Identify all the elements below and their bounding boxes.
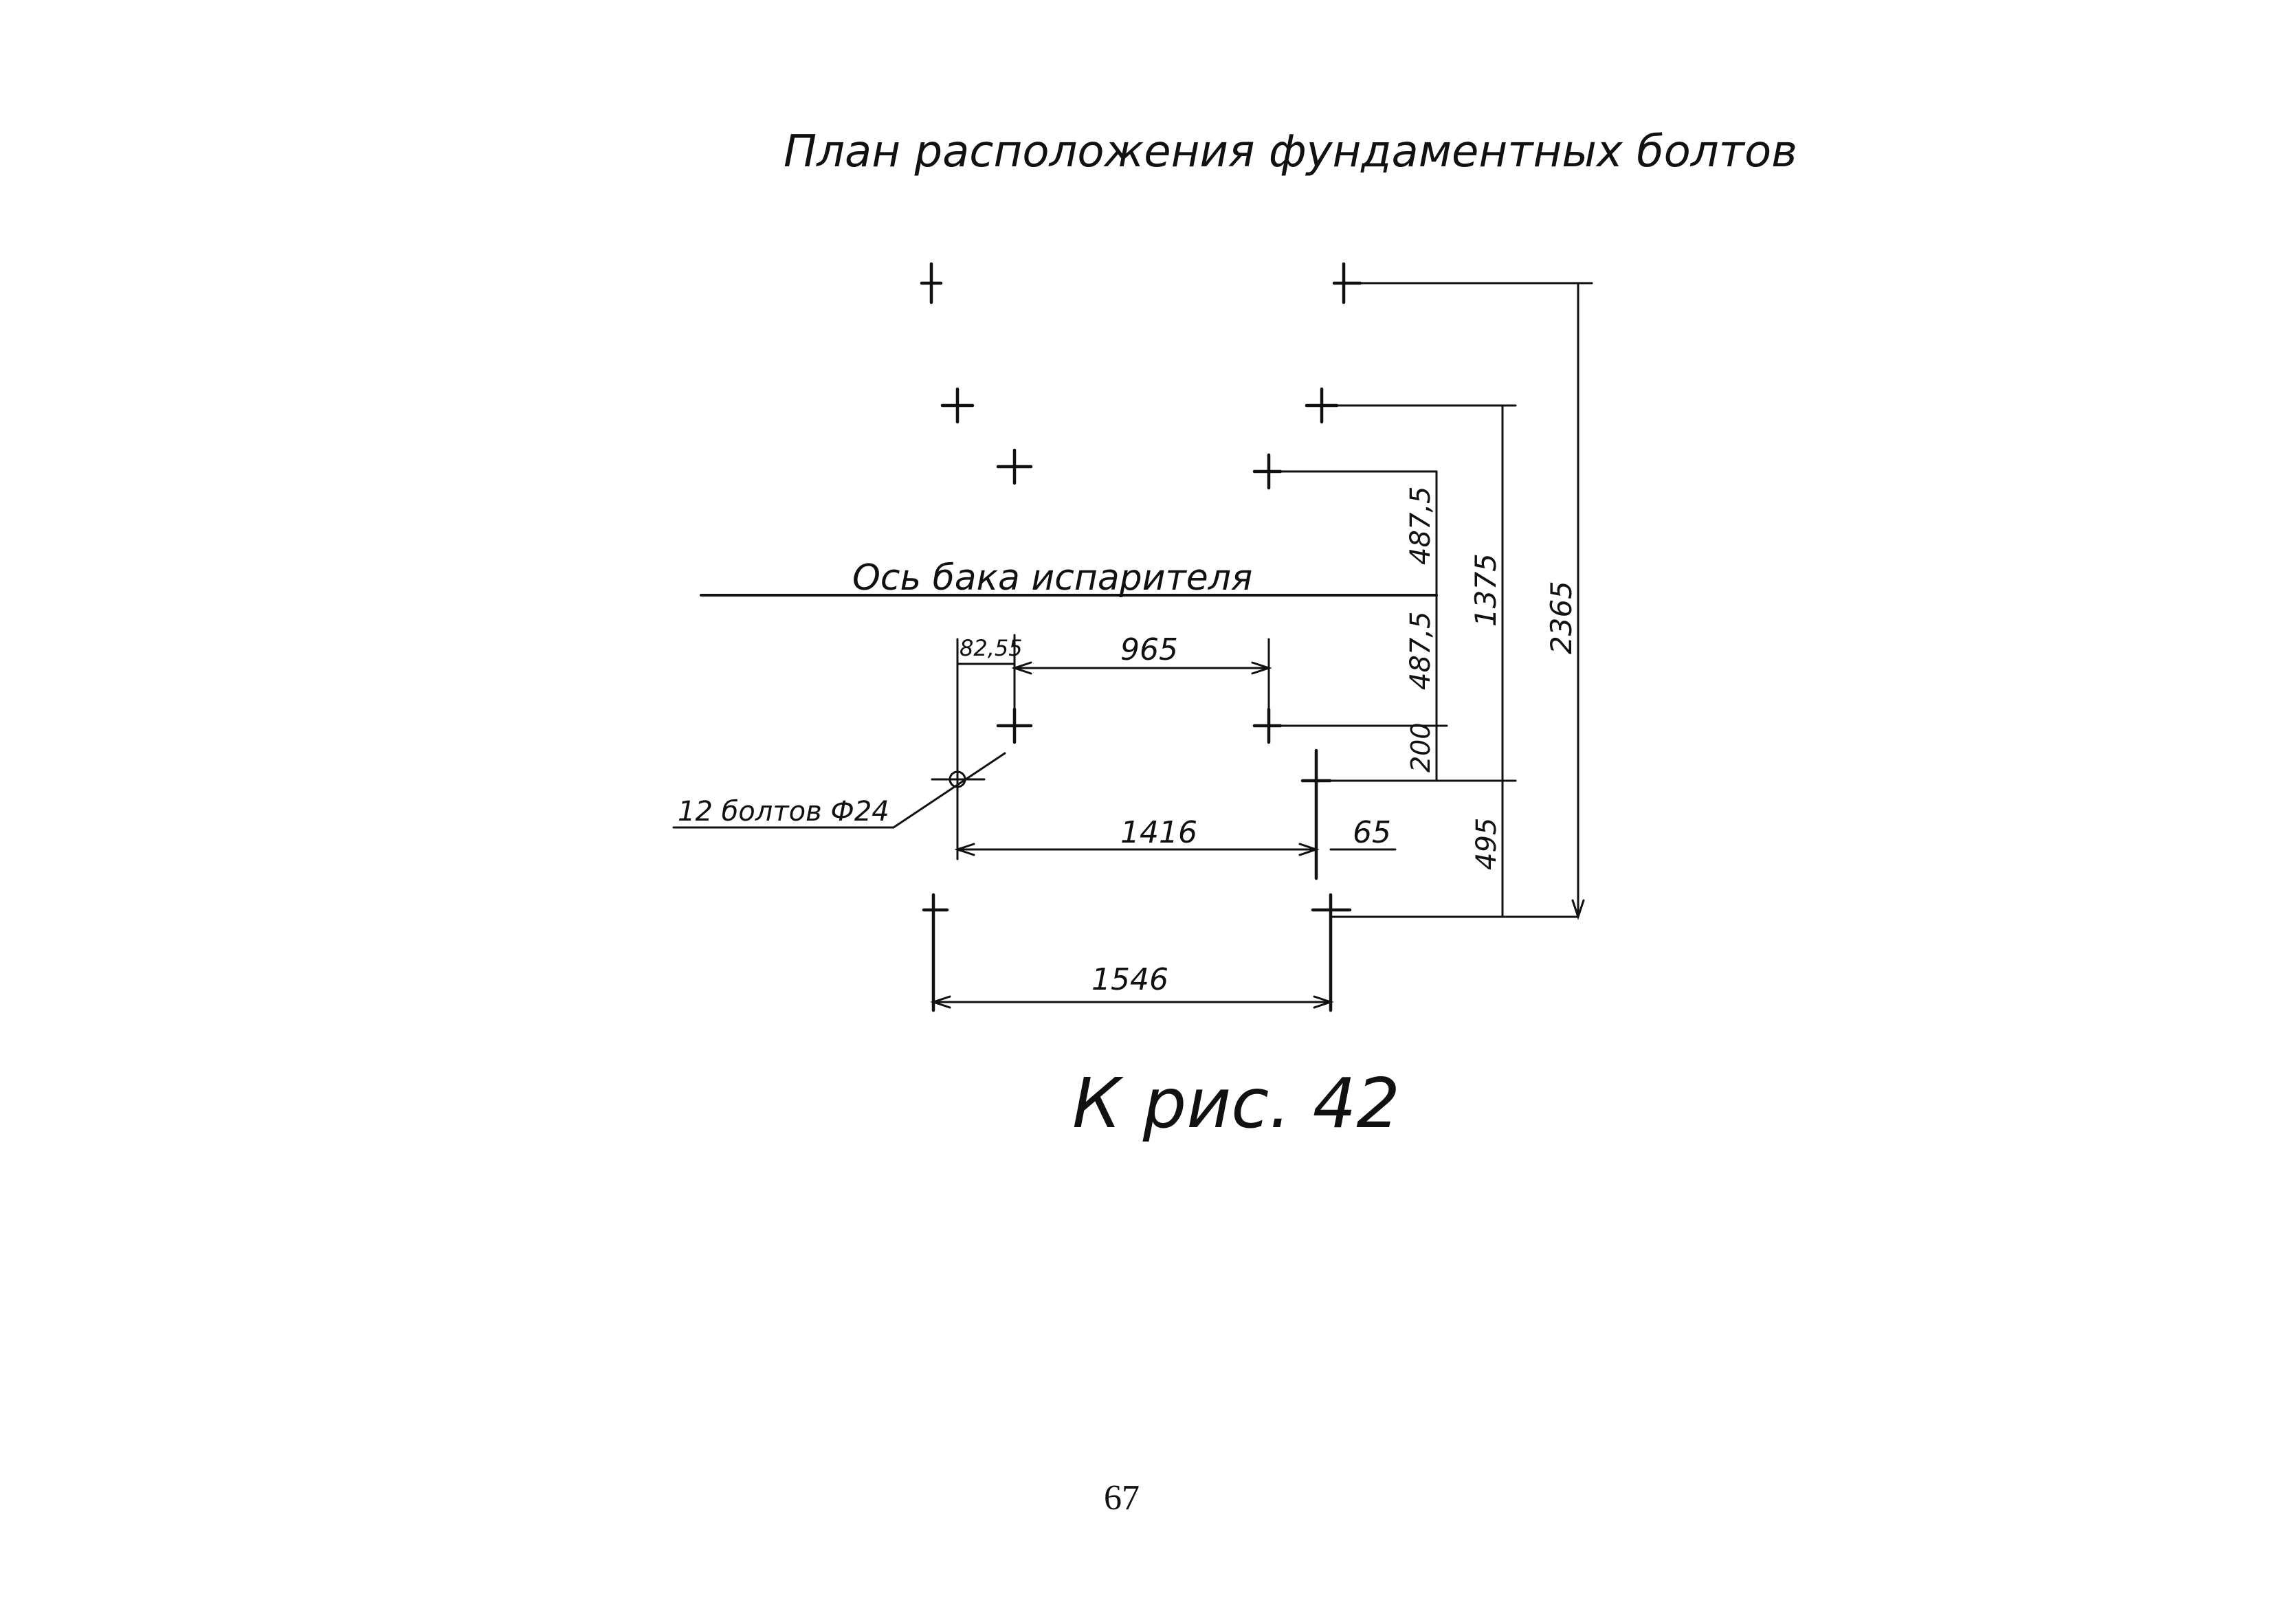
vertical-dimensions: [1267, 282, 1593, 920]
dimension-200: 200: [1406, 722, 1436, 772]
dimension-2365: 2365: [1544, 581, 1578, 654]
bolt-marker: [1300, 748, 1332, 880]
dimension-487-5-lower: 487,5: [1405, 611, 1437, 690]
dimension-965: 965: [1120, 632, 1178, 667]
bolt-marker: [920, 262, 943, 304]
drawing-title: План расположения фундаментных болтов: [784, 126, 1797, 177]
bolt-marker: [1311, 893, 1352, 1012]
page-number: 67: [1104, 1478, 1140, 1517]
dimension-1416: 1416: [1120, 815, 1197, 850]
figure-caption: К рис. 42: [1072, 1063, 1400, 1144]
dimension-495: 495: [1471, 818, 1503, 870]
dimension-82-55: 82,55: [960, 635, 1023, 661]
tank-axis-label: Ось бака испарителя: [852, 557, 1252, 599]
bolt-marker: [922, 893, 949, 1012]
dimension-65: 65: [1353, 815, 1391, 850]
dimension-1546: 1546: [1091, 962, 1168, 997]
bolts-leader-line: [672, 752, 1006, 829]
dimension-487-5-upper: 487,5: [1405, 486, 1437, 565]
bolt-marker: [996, 448, 1033, 485]
horizontal-dimensions: [930, 634, 1397, 1009]
dimension-1375: 1375: [1469, 553, 1503, 627]
bolt-marker: [940, 387, 975, 424]
bolts-label: 12 болтов Ф24: [678, 796, 889, 827]
